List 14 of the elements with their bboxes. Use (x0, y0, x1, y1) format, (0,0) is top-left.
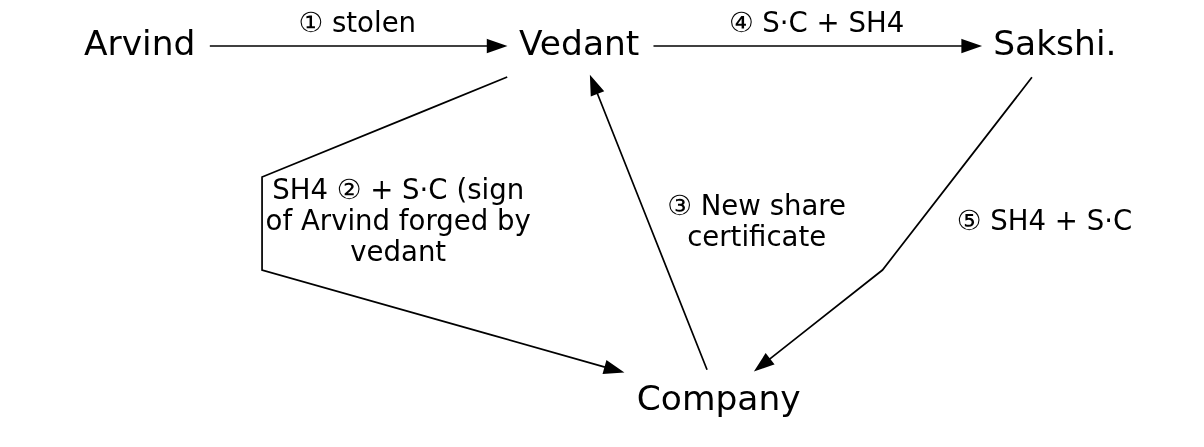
edge-label: ⑤ SH4 + S·C (956, 204, 1133, 238)
arrow (753, 76, 1033, 372)
node-text: Sakshi. (993, 22, 1117, 63)
arrow (652, 38, 983, 54)
edge-label: ④ S·C + SH4 (728, 5, 905, 39)
arrow (261, 76, 625, 374)
edge-label: SH4 ② + S·C (sign of Arvind forged by vedant (265, 173, 531, 269)
node-text: Arvind (83, 22, 196, 63)
arrow (589, 74, 708, 371)
node-text: Vedant (518, 22, 640, 63)
node-text: Company (636, 377, 801, 418)
edge-label: ① stolen (298, 5, 417, 39)
edge-label: ③ New share certificate (667, 188, 847, 253)
arrow (208, 38, 508, 54)
